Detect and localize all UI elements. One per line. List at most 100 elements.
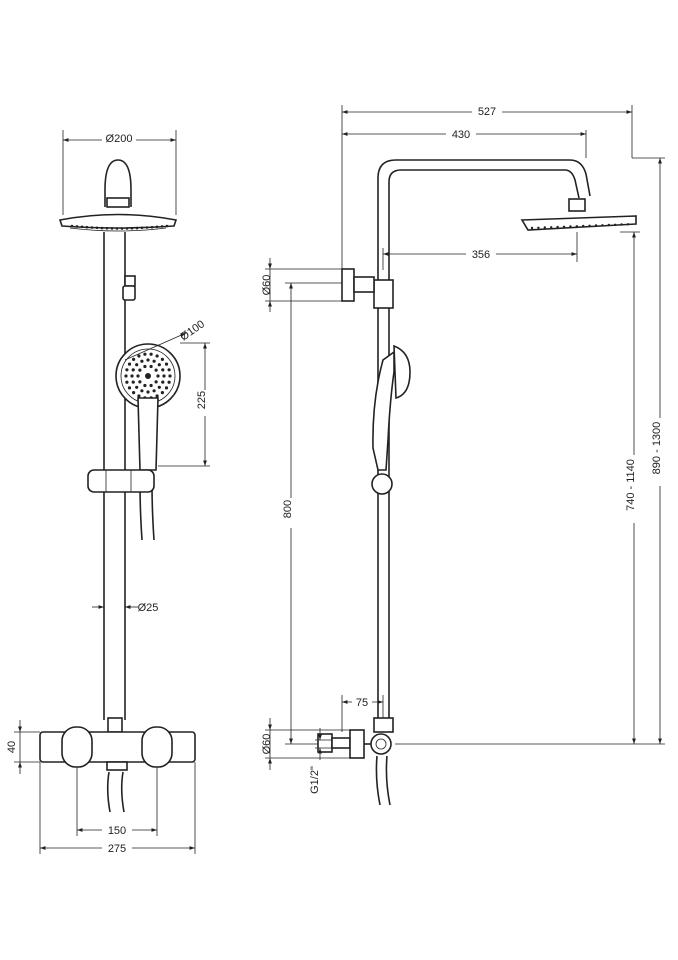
- nozzle-dot: [155, 394, 159, 398]
- nozzle-dot: [530, 226, 534, 230]
- nozzle-dot: [149, 383, 153, 388]
- nozzle-dot: [110, 227, 114, 230]
- nozzle-dot: [149, 364, 153, 369]
- nozzle-dot: [594, 224, 598, 227]
- nozzle-dot: [146, 358, 150, 362]
- nozzle-dot: [614, 223, 617, 226]
- nozzle-dot: [157, 385, 161, 389]
- nozzle-dot: [95, 226, 99, 230]
- nozzle-dot: [157, 363, 161, 367]
- nozzle-dot: [125, 380, 129, 384]
- nozzle-dot: [543, 226, 546, 229]
- nozzle-dot: [145, 373, 151, 379]
- nozzle-dot: [143, 364, 147, 369]
- nozzle-dot: [135, 385, 139, 389]
- nozzle-dot: [537, 226, 540, 229]
- nozzle-dot: [125, 227, 129, 230]
- nozzle-dot: [161, 368, 165, 372]
- nozzle-dot: [143, 383, 147, 388]
- nozzle-dot: [138, 380, 142, 384]
- handset-handle: [137, 397, 159, 471]
- nozzle-dot: [124, 374, 128, 378]
- nozzle-dot: [156, 374, 160, 378]
- nozzle-dot: [149, 352, 153, 356]
- nozzle-dot: [626, 223, 630, 226]
- nozzle-dot: [601, 224, 604, 227]
- nozzle-dot: [160, 391, 164, 395]
- nozzle-dot: [131, 380, 135, 384]
- nozzle-dot: [160, 357, 164, 361]
- label-rail-diameter: Ø25: [138, 602, 159, 614]
- nozzle-dot: [167, 380, 171, 384]
- label-inlet-thread: G1/2": [309, 766, 321, 794]
- nozzle-dot: [135, 226, 139, 230]
- label-valve-centres: 150: [108, 825, 126, 837]
- nozzle-dot: [130, 227, 134, 230]
- nozzle-dot: [620, 223, 623, 226]
- nozzle-dot: [146, 390, 150, 394]
- label-bracket-spacing: 800: [282, 500, 294, 518]
- nozzle-dot: [135, 363, 139, 367]
- nozzle-dot: [160, 225, 164, 228]
- nozzle-dot: [100, 226, 104, 230]
- nozzle-dot: [140, 226, 144, 230]
- label-bracket-diameter: Ø60: [261, 275, 273, 296]
- nozzle-dot: [569, 225, 572, 228]
- nozzle-dot: [155, 225, 159, 229]
- label-valve-width: 275: [108, 843, 126, 855]
- nozzle-dot: [80, 225, 84, 229]
- shower-arm-inner: [388, 169, 580, 282]
- nozzle-dot: [152, 389, 156, 393]
- nozzle-dot: [143, 352, 147, 356]
- nozzle-dot: [127, 362, 132, 366]
- nozzle-dot: [75, 225, 79, 228]
- label-overall-height: 890 - 1300: [651, 422, 663, 475]
- diverter-knob: [122, 285, 136, 301]
- nozzle-dot: [85, 225, 89, 229]
- nozzle-dot: [165, 224, 169, 228]
- left-control-handle: [61, 726, 93, 768]
- right-control-handle: [141, 726, 173, 768]
- valve-body-side: [349, 729, 365, 759]
- nozzle-dot: [167, 368, 171, 372]
- label-head-offset: 356: [472, 249, 490, 261]
- nozzle-dot: [131, 368, 135, 372]
- nozzle-dot: [90, 226, 94, 229]
- nozzle-dot: [162, 374, 166, 378]
- nozzle-dot: [164, 386, 169, 390]
- nozzle-dot: [70, 224, 74, 228]
- nozzle-dot: [607, 223, 610, 227]
- nozzle-dot: [105, 227, 109, 230]
- side-slide-holder: [371, 473, 393, 495]
- nozzle-dot: [161, 380, 165, 384]
- nozzle-dot: [155, 354, 159, 358]
- front-view: [39, 159, 196, 813]
- nozzle-dot: [132, 357, 136, 361]
- label-valve-diameter: Ø60: [261, 734, 273, 755]
- handset-nozzles: [124, 352, 172, 400]
- nozzle-dot: [120, 227, 124, 230]
- label-adjustable-height: 740 - 1140: [625, 459, 637, 511]
- nozzle-dot: [154, 380, 158, 384]
- nozzle-dot: [588, 224, 591, 227]
- label-valve-height: 40: [6, 741, 18, 753]
- side-head-nozzles: [530, 223, 630, 230]
- nozzle-dot: [168, 374, 172, 378]
- nozzle-dot: [140, 389, 144, 393]
- nozzle-dot: [556, 225, 559, 229]
- label-head-diameter: Ø200: [106, 133, 133, 145]
- label-handset-diameter: Ø100: [178, 318, 207, 343]
- valve-outlet-side: [370, 733, 392, 755]
- nozzle-dot: [125, 368, 129, 372]
- shower-arm-outer: [377, 159, 591, 282]
- side-view: [317, 159, 637, 806]
- label-valve-projection: 75: [356, 697, 368, 709]
- nozzle-dot: [582, 224, 585, 228]
- nozzle-dot: [115, 227, 119, 230]
- dimension-labels: Ø200 Ø100 225 Ø25 40 150 275 527 430 356…: [6, 104, 667, 855]
- nozzle-dot: [130, 374, 134, 378]
- side-handset-head: [393, 344, 411, 400]
- nozzle-dot: [152, 359, 156, 363]
- label-handset-length: 225: [196, 391, 208, 409]
